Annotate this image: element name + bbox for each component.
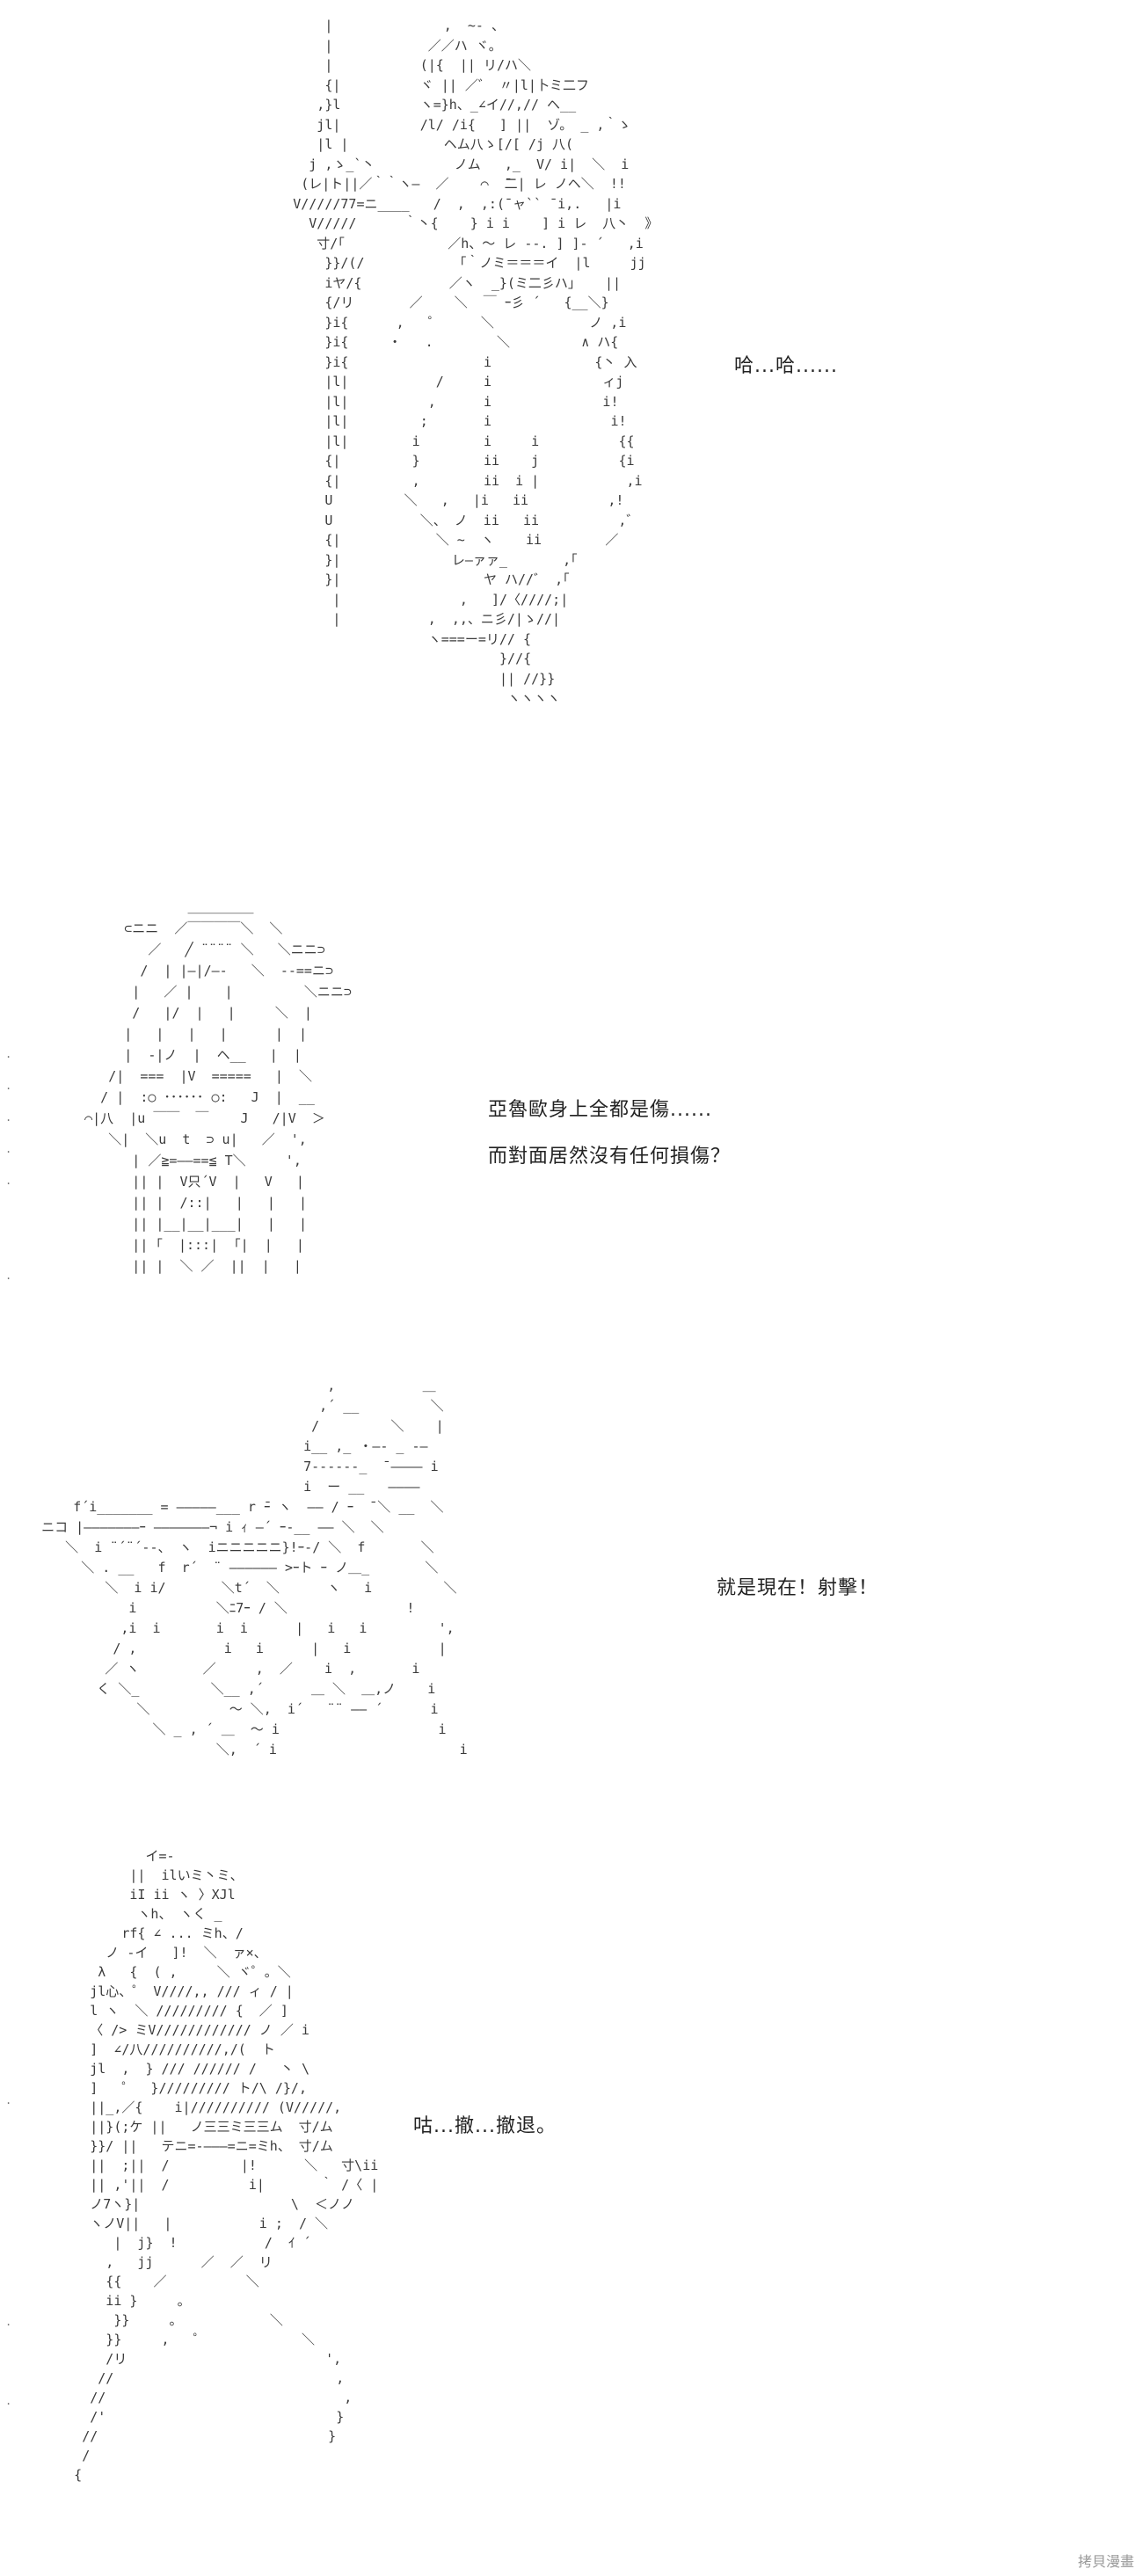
ascii-art-figure-with-spear: | , ~- 、 | ／／ハ ヾ。 | (|{ || リ/ハ＼ {| ヾ || … [293,18,659,706]
watermark-logo: 拷貝漫畫 [1077,2553,1134,2570]
edge-marks: . . . . . . [5,1048,12,1282]
caption-no-damage: 而對面居然沒有任何損傷？ [488,1146,732,1168]
caption-laugh: 哈...哈...... [734,355,838,377]
panel-2: . . . . . . ＿＿＿＿＿ ⊂ニニ ／￣￣￣￣＼ ＼ ／ ╱ ¨¨¨¨ … [0,870,1143,1372]
edge-marks: . . . [5,2094,12,2407]
caption-retreat: 咕...撤...撤退。 [413,2115,557,2137]
ascii-art-figure-retreating: イ=- || ilいミ丶ミ、 iI ii ヽ 〉XJl ヽh、 ヽく _ rf{… [74,1848,379,2483]
ascii-art-soldier-aiming-rifle: , ＿ ,´ __ ＼ / ＼ | i__ ,_ ・―- _ -― [41,1378,468,1757]
panel-4: . . . イ=- || ilいミ丶ミ、 iI ii ヽ 〉XJl ヽh、 ヽく… [0,1811,1143,2576]
ascii-art-armored-helmet: ＿＿＿＿＿ ⊂ニニ ／￣￣￣￣＼ ＼ ／ ╱ ¨¨¨¨ ＼ ＼ニニ⊃ / | |… [84,899,352,1274]
panel-1: | , ~- 、 | ／／ハ ヾ。 | (|{ || リ/ハ＼ {| ヾ || … [0,0,1143,870]
panel-3: , ＿ ,´ __ ＼ / ＼ | i__ ,_ ・―- _ -― [0,1372,1143,1811]
caption-fire: 就是現在！射擊！ [717,1577,879,1599]
caption-wounds: 亞魯歐身上全都是傷...... [488,1099,712,1121]
